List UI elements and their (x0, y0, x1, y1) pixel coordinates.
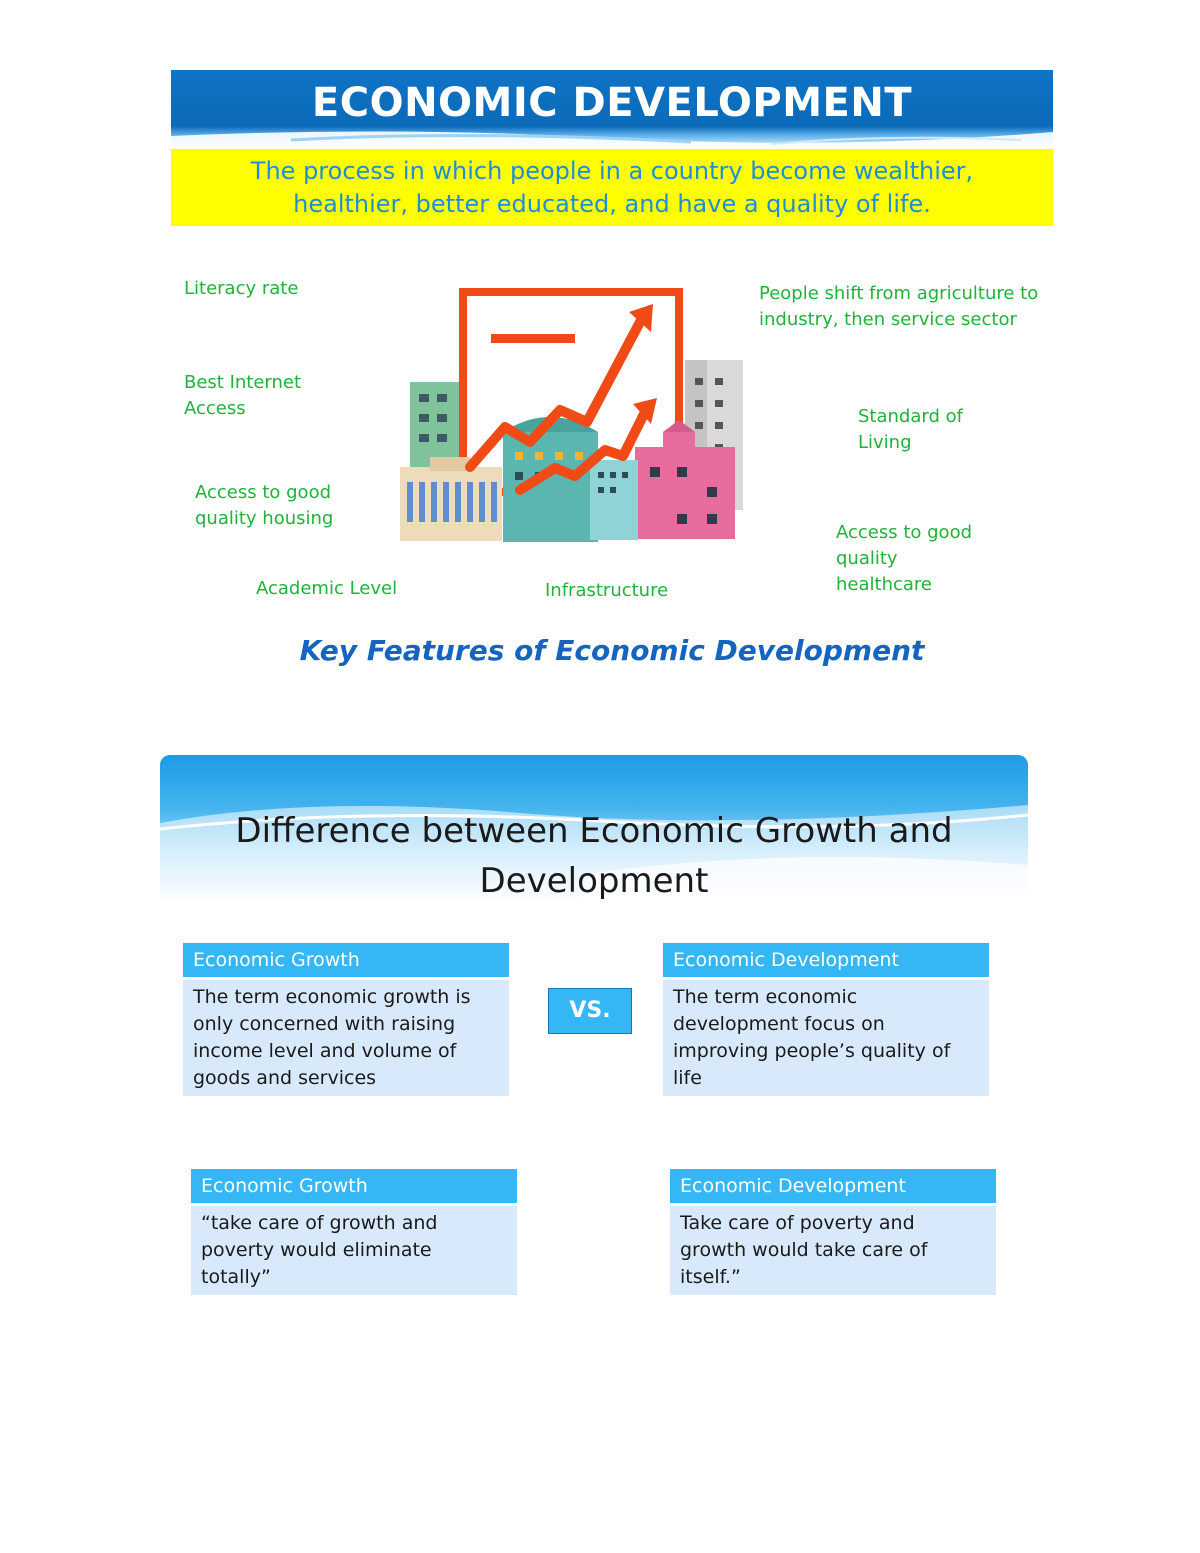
feature-standard-of-living: Standard of Living (858, 404, 963, 456)
card-line: poverty would eliminate (201, 1239, 432, 1261)
wave-decoration (171, 131, 1053, 150)
building-aqua (590, 460, 638, 540)
feature-infrastructure: Infrastructure (545, 580, 669, 601)
card-line: only concerned with raising (193, 1013, 456, 1035)
wave-decoration (160, 805, 1028, 905)
card-line: growth would take care of (680, 1239, 928, 1261)
card-line: Take care of poverty and (680, 1212, 915, 1234)
definition-box: The process in which people in a country… (171, 149, 1053, 226)
card-body: The term economic growth is only concern… (183, 980, 509, 1096)
feature-sector-shift-line-1: People shift from agriculture to (759, 283, 1039, 304)
feature-internet-line-1: Best Internet (184, 372, 302, 393)
key-features-caption: Key Features of Economic Development (299, 634, 925, 667)
city-growth-illustration (400, 288, 743, 542)
arrow-head-icon (633, 398, 657, 424)
card-line: development focus on (673, 1013, 885, 1035)
difference-title-line-2: Development (479, 861, 709, 901)
feature-sector-shift-line-2: industry, then service sector (759, 309, 1017, 330)
difference-title-line-1: Difference between Economic Growth and (235, 811, 953, 851)
feature-academic-level: Academic Level (256, 578, 398, 599)
card-line: The term economic (673, 986, 858, 1008)
building-pink (635, 420, 735, 539)
chart-bar-line (491, 334, 575, 343)
feature-housing-line-1: Access to good (195, 482, 332, 503)
feature-literacy-rate: Literacy rate (184, 278, 299, 299)
card-heading: Economic Development (663, 943, 989, 977)
card-line: income level and volume of (193, 1040, 457, 1062)
feature-healthcare: Access to good quality healthcare (836, 520, 972, 598)
feature-sector-shift: People shift from agriculture to industr… (759, 281, 1038, 333)
definition-text: The process in which people in a country… (171, 155, 1053, 221)
building-beige (400, 457, 502, 541)
feature-healthcare-line-3: healthcare (836, 574, 932, 595)
card-line: goods and services (193, 1067, 377, 1089)
card-heading: Economic Development (670, 1169, 996, 1203)
arrow-head-icon (629, 304, 653, 332)
card-line: life (673, 1067, 702, 1089)
feature-housing: Access to good quality housing (195, 480, 333, 532)
title-banner: ECONOMIC DEVELOPMENT (171, 70, 1053, 150)
vs-badge: VS. (548, 988, 632, 1034)
growth-definition-card: Economic Growth The term economic growth… (183, 943, 509, 1096)
card-line: “take care of growth and (201, 1212, 438, 1234)
feature-standard-line-1: Standard of (858, 406, 963, 427)
card-line: totally” (201, 1266, 271, 1288)
feature-healthcare-line-1: Access to good (836, 522, 973, 543)
feature-internet-access: Best Internet Access (184, 370, 301, 422)
growth-arrows (465, 317, 650, 495)
card-line: improving people’s quality of (673, 1040, 951, 1062)
page-title: ECONOMIC DEVELOPMENT (311, 80, 913, 126)
feature-internet-line-2: Access (184, 398, 246, 419)
card-line: itself.” (680, 1266, 741, 1288)
card-body: “take care of growth and poverty would e… (191, 1206, 517, 1295)
card-heading: Economic Growth (191, 1169, 517, 1203)
difference-banner (160, 755, 1028, 905)
card-line: The term economic growth is (193, 986, 471, 1008)
feature-healthcare-line-2: quality (836, 548, 898, 569)
feature-standard-line-2: Living (858, 432, 912, 453)
development-definition-card: Economic Development The term economic d… (663, 943, 989, 1096)
growth-quote-card: Economic Growth “take care of growth and… (191, 1169, 517, 1295)
feature-housing-line-2: quality housing (195, 508, 334, 529)
card-body: The term economic development focus on i… (663, 980, 989, 1096)
development-quote-card: Economic Development Take care of povert… (670, 1169, 996, 1295)
definition-line-1: The process in which people in a country… (250, 157, 974, 185)
card-heading: Economic Growth (183, 943, 509, 977)
definition-line-2: healthier, better educated, and have a q… (293, 190, 931, 218)
card-body: Take care of poverty and growth would ta… (670, 1206, 996, 1295)
difference-title: Difference between Economic Growth and D… (160, 806, 1028, 906)
